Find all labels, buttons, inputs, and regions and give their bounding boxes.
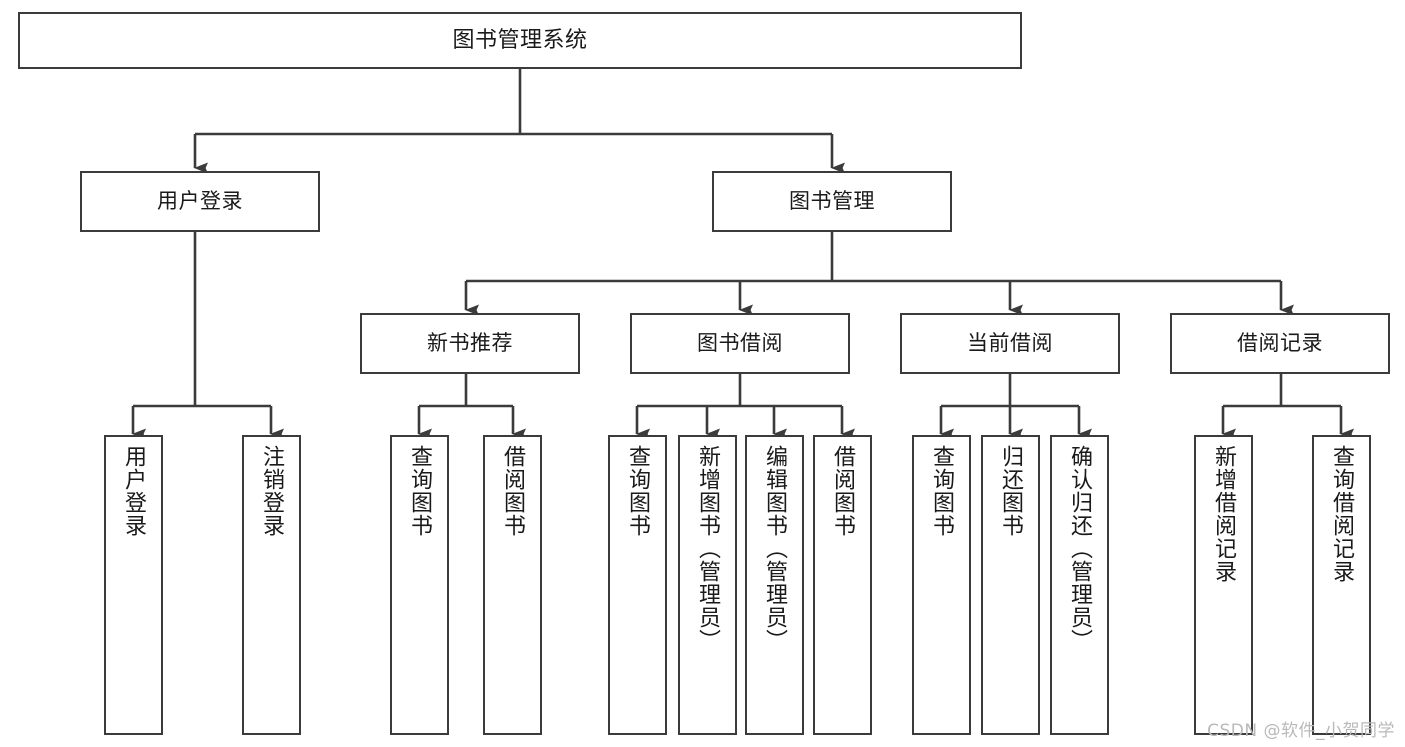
- node-label: 确认归还（管理员）: [1067, 445, 1093, 652]
- leaf-user-login-signout[interactable]: 注销登录: [242, 435, 301, 735]
- leaf-recommend-borrow-book[interactable]: 借阅图书: [483, 435, 542, 735]
- node-label: 新书推荐: [427, 331, 513, 356]
- node-label: 查询图书: [929, 445, 955, 537]
- node-label: 新增图书（管理员）: [695, 445, 721, 652]
- node-label: 查询图书: [625, 445, 651, 537]
- node-label: 图书借阅: [697, 331, 783, 356]
- node-label: 借阅图书: [500, 445, 526, 537]
- csdn-watermark: CSDN @软件_小贺同学: [1207, 721, 1395, 741]
- node-label: 查询借阅记录: [1329, 445, 1355, 583]
- node-label: 查询图书: [407, 445, 433, 537]
- node-label: 归还图书: [998, 445, 1024, 537]
- node-label: 当前借阅: [967, 331, 1053, 356]
- node-label: 借阅图书: [830, 445, 856, 537]
- leaf-borrow-edit-book-admin[interactable]: 编辑图书（管理员）: [745, 435, 804, 735]
- node-current-borrow[interactable]: 当前借阅: [900, 313, 1120, 374]
- leaf-records-query-record[interactable]: 查询借阅记录: [1312, 435, 1371, 735]
- node-label: 用户登录: [121, 445, 147, 537]
- node-label: 借阅记录: [1237, 331, 1323, 356]
- leaf-current-confirm-return-admin[interactable]: 确认归还（管理员）: [1050, 435, 1109, 735]
- leaf-records-add-record[interactable]: 新增借阅记录: [1194, 435, 1253, 735]
- node-new-book-recommend[interactable]: 新书推荐: [360, 313, 580, 374]
- node-label: 图书管理系统: [452, 27, 588, 53]
- node-label: 图书管理: [789, 189, 875, 214]
- leaf-recommend-query-book[interactable]: 查询图书: [390, 435, 449, 735]
- node-user-login[interactable]: 用户登录: [80, 171, 320, 232]
- node-book-management[interactable]: 图书管理: [712, 171, 952, 232]
- node-borrow-records[interactable]: 借阅记录: [1170, 313, 1390, 374]
- leaf-user-login-signin[interactable]: 用户登录: [104, 435, 163, 735]
- node-label: 新增借阅记录: [1211, 445, 1237, 583]
- node-label: 注销登录: [259, 445, 285, 537]
- node-label: 用户登录: [157, 189, 243, 214]
- node-book-borrow[interactable]: 图书借阅: [630, 313, 850, 374]
- leaf-borrow-add-book-admin[interactable]: 新增图书（管理员）: [678, 435, 737, 735]
- node-root-system[interactable]: 图书管理系统: [18, 12, 1022, 69]
- leaf-current-query-book[interactable]: 查询图书: [912, 435, 971, 735]
- leaf-borrow-query-book[interactable]: 查询图书: [608, 435, 667, 735]
- node-label: 编辑图书（管理员）: [762, 445, 788, 652]
- leaf-borrow-borrow-book[interactable]: 借阅图书: [813, 435, 872, 735]
- leaf-current-return-book[interactable]: 归还图书: [981, 435, 1040, 735]
